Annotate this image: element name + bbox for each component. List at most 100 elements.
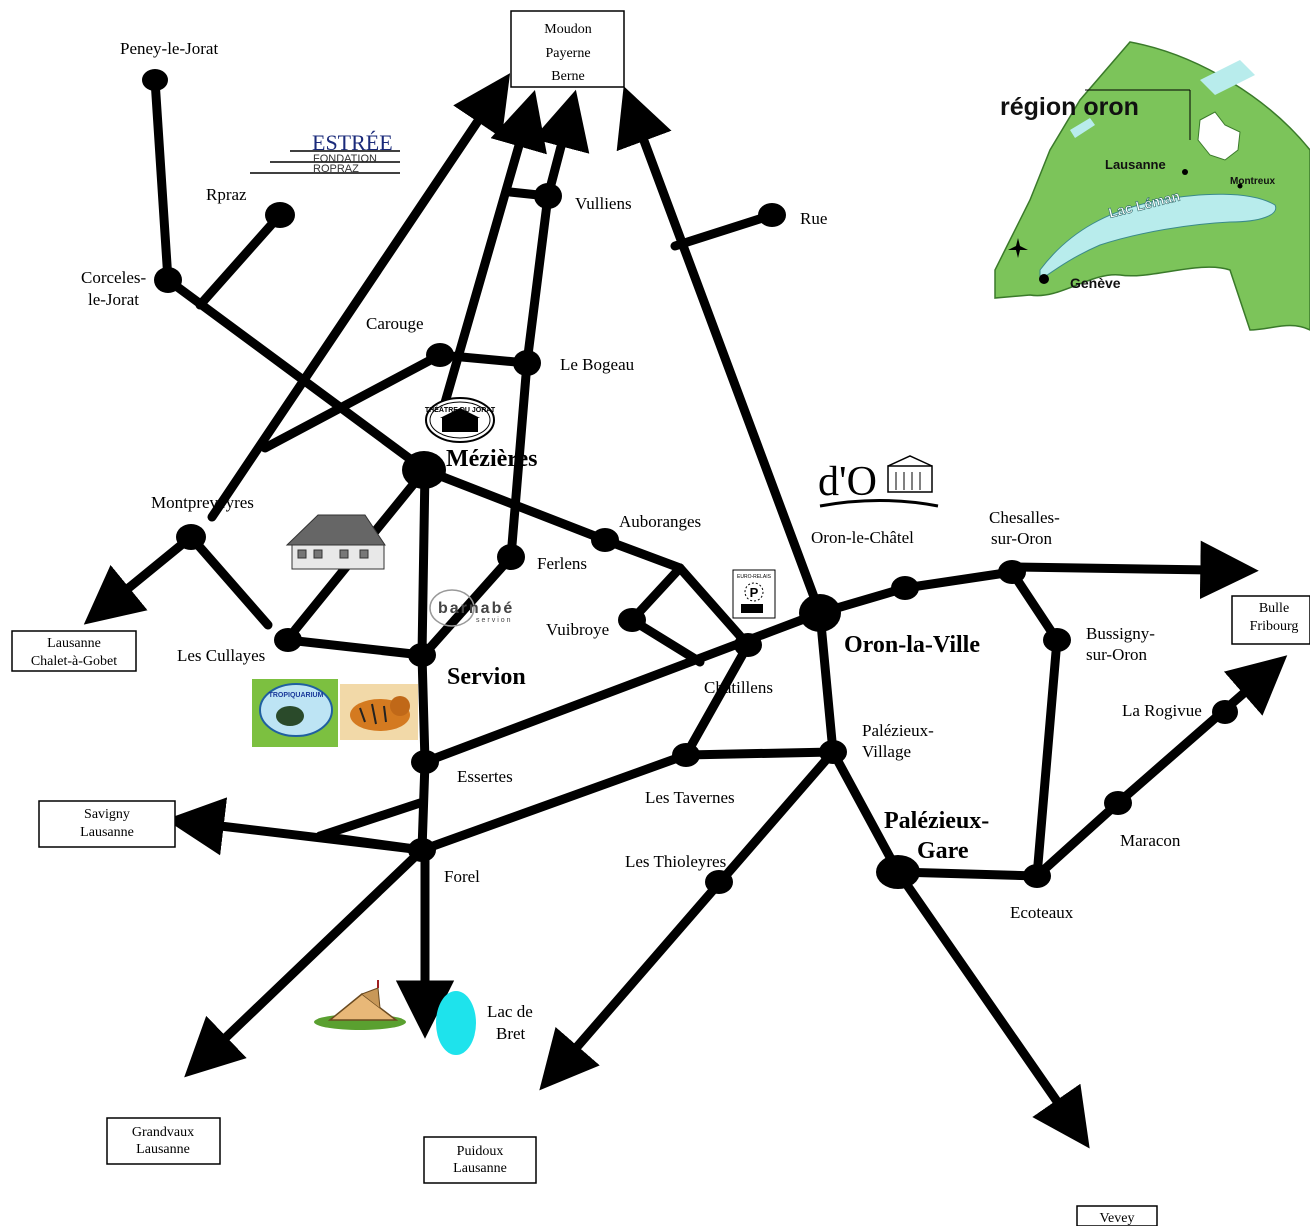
- node-ecoteaux: [1023, 864, 1051, 888]
- road-mezieres-servion: [417, 465, 430, 660]
- box-moudon-line-2: Payerne: [545, 46, 590, 61]
- box-savigny-line-2: Lausanne: [80, 825, 134, 840]
- label-les-cullayes: Les Cullayes: [177, 646, 265, 665]
- label-peney: Peney-le-Jorat: [120, 39, 218, 58]
- place-labels: Peney-le-Jorat Rpraz Corceles- le-Jorat …: [81, 39, 1202, 1043]
- node-palezieux-gare: [876, 855, 920, 889]
- node-les-cullayes: [274, 628, 302, 652]
- node-les-tavernes: [672, 743, 700, 767]
- box-grandvaux: Grandvaux Lausanne: [106, 1117, 221, 1165]
- label-carouge: Carouge: [366, 314, 424, 333]
- road-essertes-forel: [417, 757, 430, 855]
- box-puidoux-line-2: Lausanne: [453, 1161, 507, 1176]
- node-peney: [142, 69, 168, 91]
- airplane-icon: [1008, 238, 1028, 258]
- box-grandvaux-line-1: Grandvaux: [132, 1125, 194, 1140]
- node-palezieux-village: [819, 740, 847, 764]
- arrow-to-bulle: [1007, 540, 1259, 600]
- road-carouge-west: [260, 350, 445, 453]
- label-vuibroye: Vuibroye: [546, 620, 609, 639]
- label-palezieux-gare-1: Palézieux-: [884, 808, 989, 834]
- inset-lake-neuchatel: [1200, 60, 1255, 95]
- label-rue: Rue: [800, 209, 827, 228]
- label-servion: Servion: [447, 664, 526, 690]
- barnabe-sub: servion: [476, 617, 513, 624]
- label-palezieux-village-2: Village: [862, 742, 911, 761]
- label-ecoteaux: Ecoteaux: [1010, 903, 1074, 922]
- road-to-chesalles: [900, 567, 1017, 593]
- lac-de-bret: [436, 991, 476, 1055]
- road-gare-ecoteaux: [893, 867, 1042, 881]
- estree-ropraz: ROPRAZ: [313, 163, 359, 175]
- label-palezieux-village-1: Palézieux-: [862, 721, 934, 740]
- road-cullayes-servion: [283, 635, 427, 660]
- box-grandvaux-line-2: Lausanne: [136, 1142, 190, 1157]
- inset-lausanne: Lausanne: [1105, 157, 1166, 172]
- farmhouse-drawing: [285, 514, 386, 570]
- barnabe-logo: barnabé servion: [429, 589, 513, 627]
- inset-title: région oron: [1000, 93, 1139, 121]
- nodes: [142, 69, 1238, 894]
- box-moudon-line-1: Moudon: [544, 22, 591, 37]
- road-network: [150, 75, 1123, 881]
- road-rue: [670, 210, 777, 251]
- label-montpreveyres: Montpreveyres: [151, 493, 254, 512]
- road-ecoteaux-maracon: [1032, 798, 1123, 881]
- road-ferlens-bogeau: [506, 358, 532, 562]
- label-les-thioleyres: Les Thioleyres: [625, 852, 726, 871]
- label-oron-le-chatel: Oron-le-Châtel: [811, 528, 914, 547]
- node-chatillens: [734, 633, 762, 657]
- box-lausanne-chalet: Lausanne Chalet-à-Gobet: [11, 630, 137, 672]
- box-puidoux-line-1: Puidoux: [457, 1144, 504, 1159]
- road-corceles-mezieres: [163, 275, 430, 475]
- do-logo-text: d'O: [818, 459, 877, 505]
- node-les-thioleyres: [705, 870, 733, 894]
- box-savigny-line-1: Savigny: [84, 807, 130, 822]
- box-moudon-line-3: Berne: [551, 69, 584, 84]
- box-vevey: Vevey: [1076, 1205, 1158, 1226]
- node-ferlens: [497, 544, 525, 570]
- node-oron-east: [891, 576, 919, 600]
- node-maracon: [1104, 791, 1132, 815]
- euro-relais-label: EURO-RELAIS: [737, 574, 772, 580]
- box-bulle: Bulle Fribourg: [1231, 595, 1310, 645]
- arrow-to-thioleyres: [539, 747, 838, 1091]
- box-vevey-line-1: Vevey: [1100, 1211, 1135, 1226]
- node-le-bogeau: [513, 350, 541, 376]
- theatre-label: THÉÂTRE DU JORAT: [425, 405, 496, 414]
- road-chatillens-tavernes: [681, 640, 753, 760]
- estree-fondation: FONDATION: [313, 153, 377, 165]
- euro-relais-sign: EURO-RELAIS P: [732, 569, 776, 619]
- label-bussigny-2: sur-Oron: [1086, 645, 1148, 664]
- label-chesalles-2: sur-Oron: [991, 529, 1053, 548]
- node-vuibroye: [618, 608, 646, 632]
- road-bussigny-ecoteaux: [1032, 635, 1062, 881]
- road-oron-palezieux-village: [815, 608, 838, 757]
- tropiquarium-picture: TROPIQUARIUM: [252, 679, 418, 747]
- node-corceles: [154, 267, 182, 293]
- node-rpraz: [265, 202, 295, 228]
- arrow-to-savigny: [165, 797, 427, 856]
- label-mezieres: Mézières: [446, 446, 538, 472]
- label-maracon: Maracon: [1120, 831, 1181, 850]
- box-savigny: Savigny Lausanne: [38, 800, 176, 848]
- destination-boxes: Moudon Payerne Berne Lausanne Chalet-à-G…: [11, 10, 1310, 1226]
- node-montpreveyres: [176, 524, 206, 550]
- node-essertes: [411, 750, 439, 774]
- label-vulliens: Vulliens: [575, 194, 632, 213]
- label-la-rogivue: La Rogivue: [1122, 701, 1202, 720]
- road-peney-corceles: [150, 75, 173, 285]
- label-corceles-2: le-Jorat: [88, 290, 139, 309]
- region-inset-map: région oron Lausanne Montreux Lac Léman …: [994, 41, 1310, 331]
- label-forel: Forel: [444, 867, 480, 886]
- inset-oron-region: [1197, 111, 1241, 161]
- road-village-gare: [828, 747, 903, 877]
- node-servion: [408, 643, 436, 667]
- road-junction-chatillens: [675, 563, 753, 650]
- label-chatillens: Châtillens: [704, 678, 773, 697]
- label-oron-la-ville: Oron-la-Ville: [844, 632, 980, 658]
- node-auboranges: [591, 528, 619, 552]
- node-la-rogivue: [1212, 700, 1238, 724]
- arrow-roads: [83, 73, 1288, 1149]
